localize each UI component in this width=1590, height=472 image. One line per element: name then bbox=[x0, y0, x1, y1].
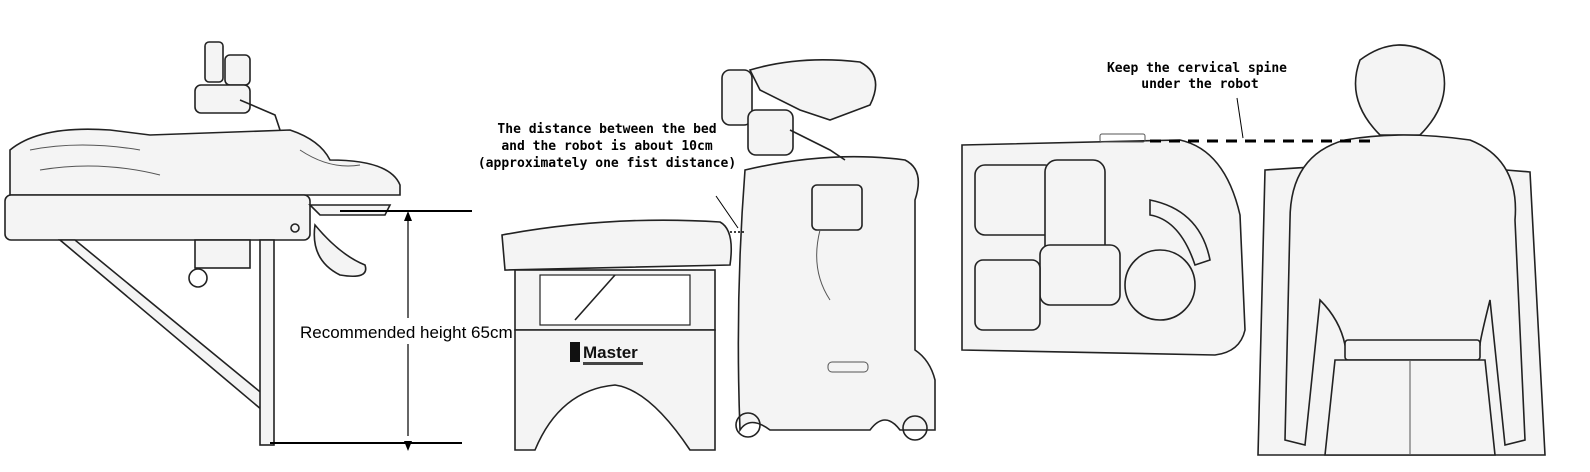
svg-text:Keep the cervical spine: Keep the cervical spine bbox=[1107, 61, 1287, 76]
lying-person-sketch bbox=[9, 128, 401, 196]
spine-label: Keep the cervical spine under the robot bbox=[1107, 61, 1287, 92]
height-dimension bbox=[270, 210, 472, 451]
top-view-panel: Keep the cervical spine under the robot bbox=[961, 44, 1546, 456]
svg-text:The distance between the bed: The distance between the bed bbox=[497, 122, 716, 137]
person-back-sketch bbox=[1257, 44, 1546, 456]
master-logo: Master bbox=[583, 343, 638, 362]
robot-arm-sketch bbox=[194, 41, 281, 131]
massage-bed-sketch: Master bbox=[501, 219, 733, 451]
svg-text:under the robot: under the robot bbox=[1141, 77, 1258, 92]
leader-line bbox=[715, 195, 739, 229]
svg-text:and the robot is about 10cm: and the robot is about 10cm bbox=[501, 139, 712, 154]
leader-line bbox=[1236, 97, 1244, 139]
massage-bed-side-sketch bbox=[4, 194, 392, 446]
robot-top-view-sketch bbox=[961, 133, 1246, 356]
height-label: Recommended height 65cm bbox=[300, 323, 513, 342]
svg-text:(approximately one fist distan: (approximately one fist distance) bbox=[478, 156, 736, 171]
distance-label: The distance between the bed and the rob… bbox=[478, 122, 736, 171]
robot-arm-sketch bbox=[721, 59, 877, 161]
side-view-panel: Recommended height 65cm bbox=[4, 41, 514, 451]
bed-robot-panel: Master The distance between the bed and … bbox=[478, 59, 936, 451]
robot-cabinet-sketch bbox=[735, 155, 936, 441]
